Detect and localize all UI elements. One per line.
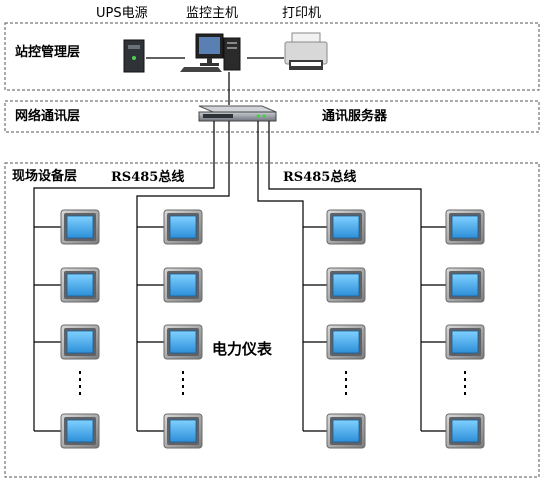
station-connections xyxy=(146,57,284,105)
ellipsis-dot xyxy=(79,392,81,395)
ellipsis-dot xyxy=(345,385,347,388)
field-layer-label: 现场设备层 xyxy=(12,169,78,184)
ellipsis-dot xyxy=(79,385,81,388)
rs485-bus-label-right: RS485总线 xyxy=(283,170,357,185)
power-meter-icon xyxy=(326,209,366,245)
ellipsis-dot xyxy=(464,371,466,374)
ellipsis-dot xyxy=(464,392,466,395)
ellipsis-dot xyxy=(182,378,184,381)
power-meter-icon xyxy=(445,324,485,360)
field-layer-frame xyxy=(4,162,540,478)
server-icon xyxy=(198,105,277,122)
network-layer-frame xyxy=(4,100,540,133)
station-layer-frame xyxy=(4,22,540,91)
power-meter-icon xyxy=(326,413,366,449)
ellipsis-dot xyxy=(182,385,184,388)
ellipsis-dot xyxy=(182,392,184,395)
power-meter-icon xyxy=(326,324,366,360)
ellipsis-dot xyxy=(79,371,81,374)
rs485-bus-line xyxy=(268,121,422,431)
ellipsis-dot xyxy=(182,371,184,374)
printer-label: 打印机 xyxy=(282,6,322,21)
power-meter-icon xyxy=(60,324,100,360)
network-layer-label: 网络通讯层 xyxy=(15,109,81,124)
meter-grid xyxy=(60,209,485,449)
rs485-bus-line xyxy=(257,121,304,431)
power-meter-icon xyxy=(163,209,203,245)
ups-label: UPS电源 xyxy=(96,6,148,21)
power-meter-icon xyxy=(163,267,203,303)
power-meter-icon xyxy=(60,413,100,449)
ellipsis-dot xyxy=(464,378,466,381)
printer-icon xyxy=(284,32,328,70)
continuation-dots xyxy=(79,371,466,395)
station-layer-label: 站控管理层 xyxy=(15,45,81,60)
ellipsis-dot xyxy=(345,392,347,395)
monitor-host-label: 监控主机 xyxy=(186,6,239,21)
ellipsis-dot xyxy=(345,378,347,381)
rs485-bus-line xyxy=(33,121,215,431)
power-meter-icon xyxy=(60,267,100,303)
rs485-bus-label-left: RS485总线 xyxy=(111,170,185,185)
rs485-bus-line xyxy=(136,121,230,431)
meter-label: 电力仪表 xyxy=(212,340,273,358)
rs485-wiring xyxy=(33,121,446,432)
ellipsis-dot xyxy=(464,385,466,388)
power-meter-icon xyxy=(445,413,485,449)
power-meter-icon xyxy=(445,209,485,245)
ellipsis-dot xyxy=(345,371,347,374)
power-meter-icon xyxy=(163,413,203,449)
ups-icon xyxy=(123,39,145,73)
ellipsis-dot xyxy=(79,378,81,381)
power-meter-icon xyxy=(326,267,366,303)
comm-server-label: 通讯服务器 xyxy=(322,109,388,124)
power-meter-icon xyxy=(445,267,485,303)
computer-icon xyxy=(180,33,241,72)
power-meter-icon xyxy=(163,324,203,360)
power-meter-icon xyxy=(60,209,100,245)
